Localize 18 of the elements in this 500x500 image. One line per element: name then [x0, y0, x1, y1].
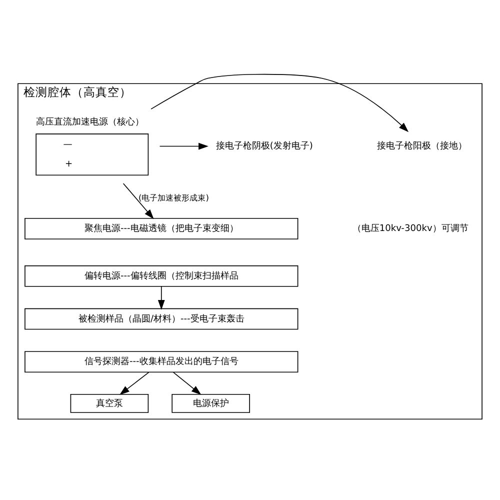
- node-box: 信号探测器---收集样品发出的电子信号: [24, 351, 298, 373]
- node-text: 接电子枪阴极(发射电子): [216, 142, 313, 152]
- arrow: [120, 372, 150, 395]
- edge-label: (电子加速被形成束): [138, 192, 209, 203]
- arrow: [150, 74, 409, 132]
- node-box: 被检测样品（晶圆/材料）---受电子束轰击: [24, 308, 298, 330]
- arrow: [159, 142, 208, 150]
- node-box: 聚焦电源---电磁透镜（把电子束变细）: [24, 218, 298, 240]
- node-box: 偏转电源---偏转线圈（控制束扫描样品: [24, 265, 298, 287]
- node-label: 高压直流加速电源（核心）: [36, 118, 144, 128]
- node-text: 接电子枪阳极（接地）: [376, 142, 467, 152]
- arrow: [172, 372, 202, 395]
- arrow: [122, 183, 154, 220]
- node-box: 真空泵: [70, 394, 149, 413]
- arrow: [158, 286, 165, 310]
- label: （电压10kv-300kv）可调节: [352, 224, 468, 234]
- node-box: — +: [36, 133, 149, 176]
- node-box: 电源保护: [172, 394, 250, 413]
